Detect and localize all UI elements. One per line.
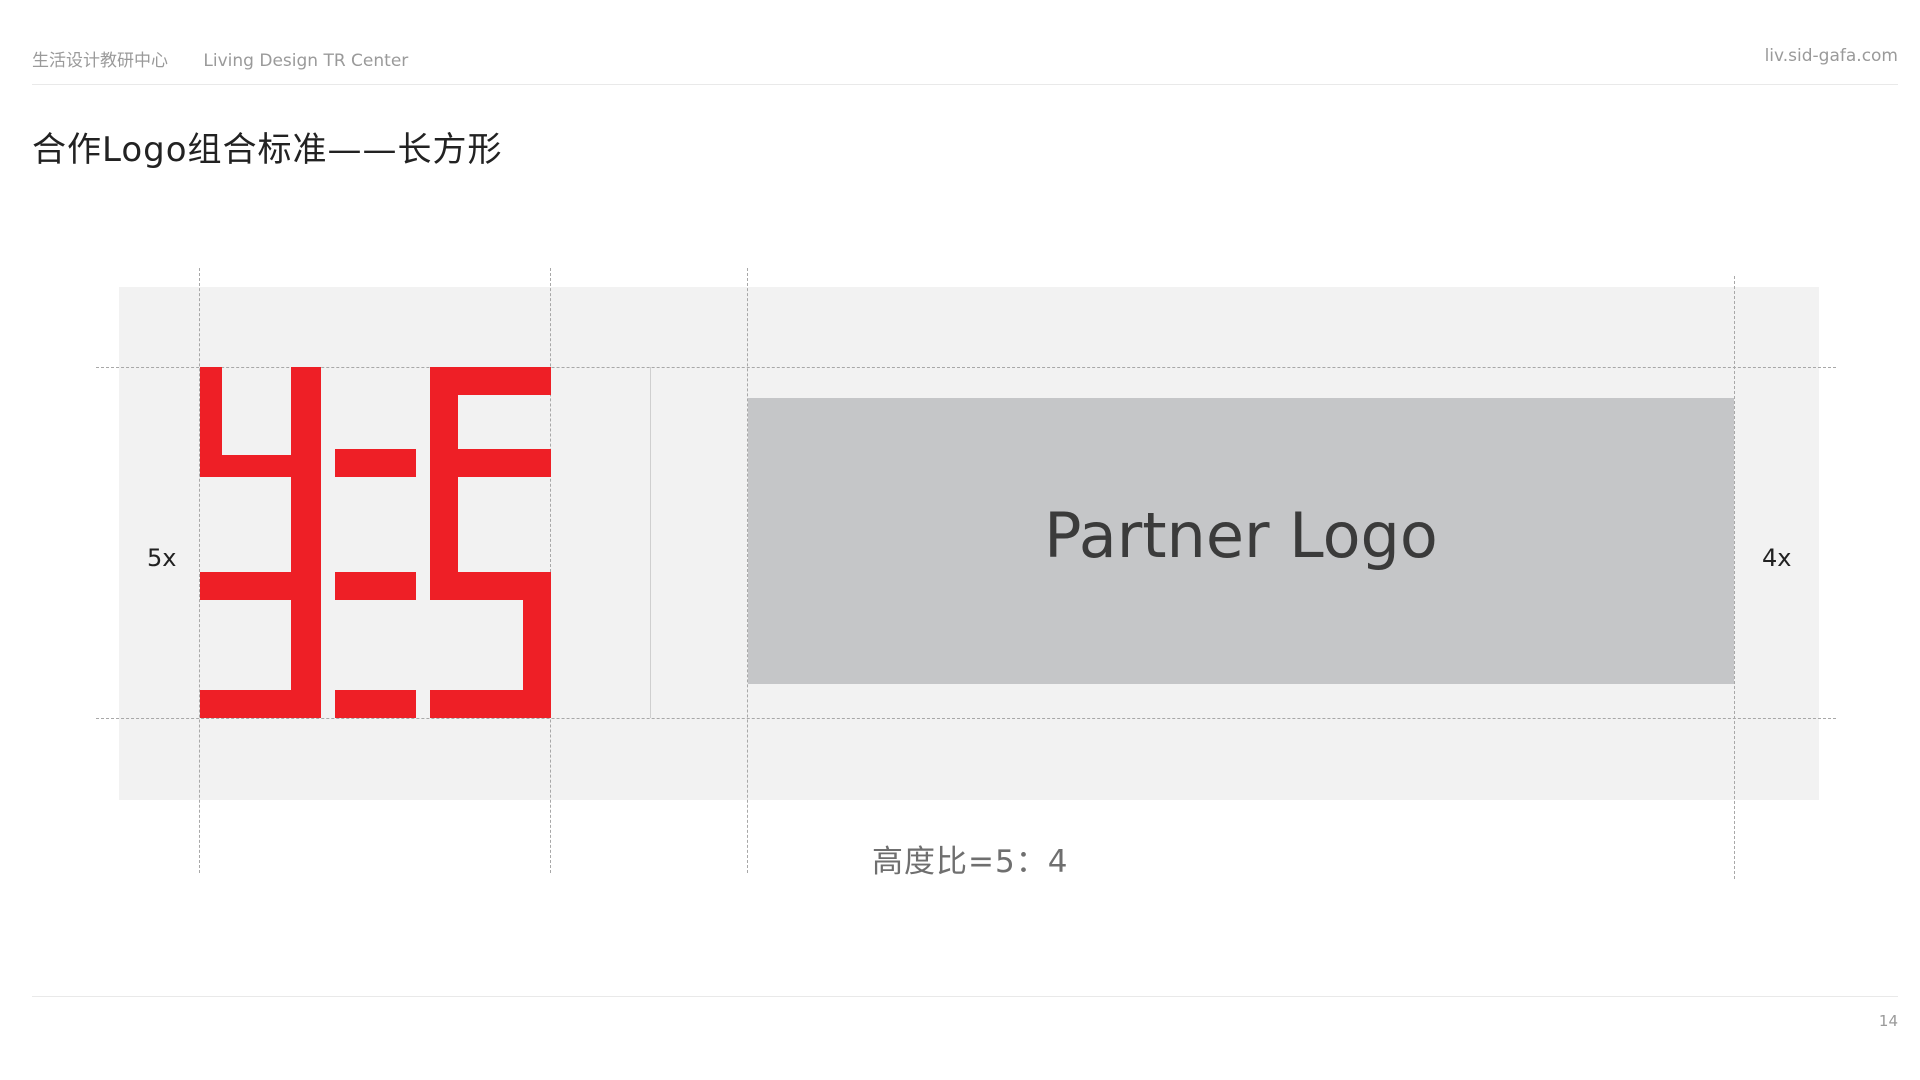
left-height-label: 5x [147, 544, 177, 572]
logo-divider [650, 367, 651, 718]
bottom-guide-line [96, 718, 1836, 719]
page-number: 14 [1878, 1012, 1898, 1030]
height-ratio-caption: 高度比=5：4 [872, 844, 1069, 880]
partner-left-guide-line [747, 268, 748, 873]
sid-logo-icon [200, 367, 551, 718]
partner-logo-text: Partner Logo [1044, 498, 1438, 572]
partner-right-guide-line [1734, 276, 1735, 879]
partner-logo-placeholder: Partner Logo [748, 398, 1734, 684]
logo-right-guide-line [550, 268, 551, 873]
page-title: 合作Logo组合标准——长方形 [32, 130, 503, 170]
header: 生活设计教研中心 Living Design TR Center liv.sid… [32, 40, 1898, 85]
header-left: 生活设计教研中心 Living Design TR Center [32, 46, 438, 71]
footer-divider [32, 996, 1898, 997]
logo-left-guide-line [199, 268, 200, 873]
org-name-cn: 生活设计教研中心 [32, 51, 168, 71]
website-url: liv.sid-gafa.com [1764, 46, 1898, 66]
right-height-label: 4x [1762, 544, 1792, 572]
top-guide-line [96, 367, 1836, 368]
org-name-en: Living Design TR Center [203, 51, 409, 71]
